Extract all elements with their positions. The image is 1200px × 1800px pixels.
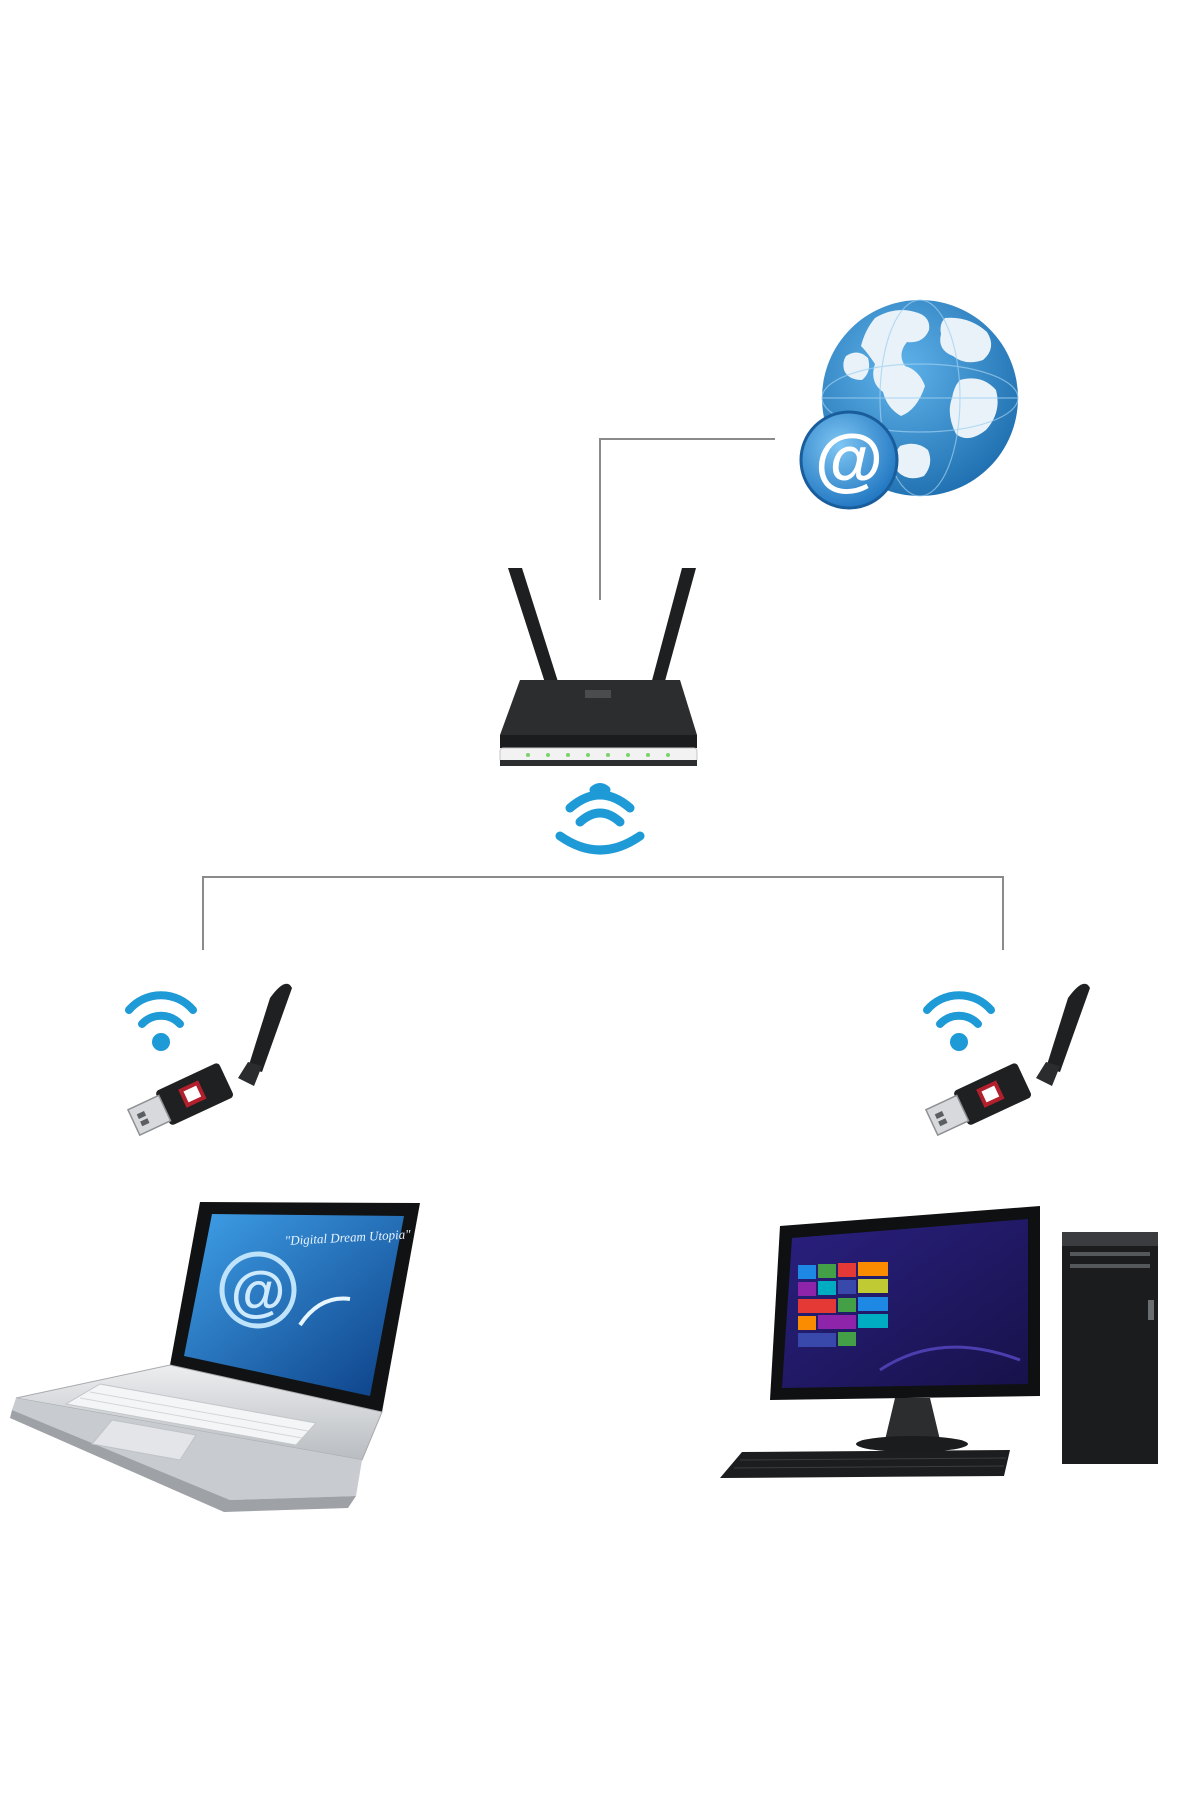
svg-text:@: @ bbox=[231, 1259, 286, 1322]
right-client-wifi-icon bbox=[923, 991, 995, 1051]
wireless-router-icon bbox=[499, 568, 698, 766]
desktop-tower bbox=[1062, 1232, 1158, 1464]
usb-wifi-adapter-icon bbox=[126, 983, 292, 1137]
router-to-internet-line bbox=[599, 438, 775, 600]
wifi-signal-icon bbox=[555, 783, 645, 855]
svg-text:@: @ bbox=[815, 420, 883, 498]
desktop-keyboard bbox=[720, 1450, 1010, 1478]
laptop-screen-at-icon: @ bbox=[219, 1251, 351, 1329]
left-client-wifi-icon bbox=[125, 991, 197, 1051]
router-to-clients-line bbox=[202, 876, 1004, 950]
start-screen-tiles bbox=[798, 1262, 888, 1347]
usb-wifi-adapter-icon-right bbox=[924, 983, 1090, 1137]
desktop-computer-icon bbox=[720, 1206, 1158, 1478]
connector-lines bbox=[202, 438, 1004, 950]
laptop-icon: @ "Digital Dream Utopia" bbox=[10, 1202, 420, 1512]
laptop-screen-text: "Digital Dream Utopia" bbox=[284, 1226, 411, 1248]
globe-at-icon: @ bbox=[799, 299, 1019, 510]
